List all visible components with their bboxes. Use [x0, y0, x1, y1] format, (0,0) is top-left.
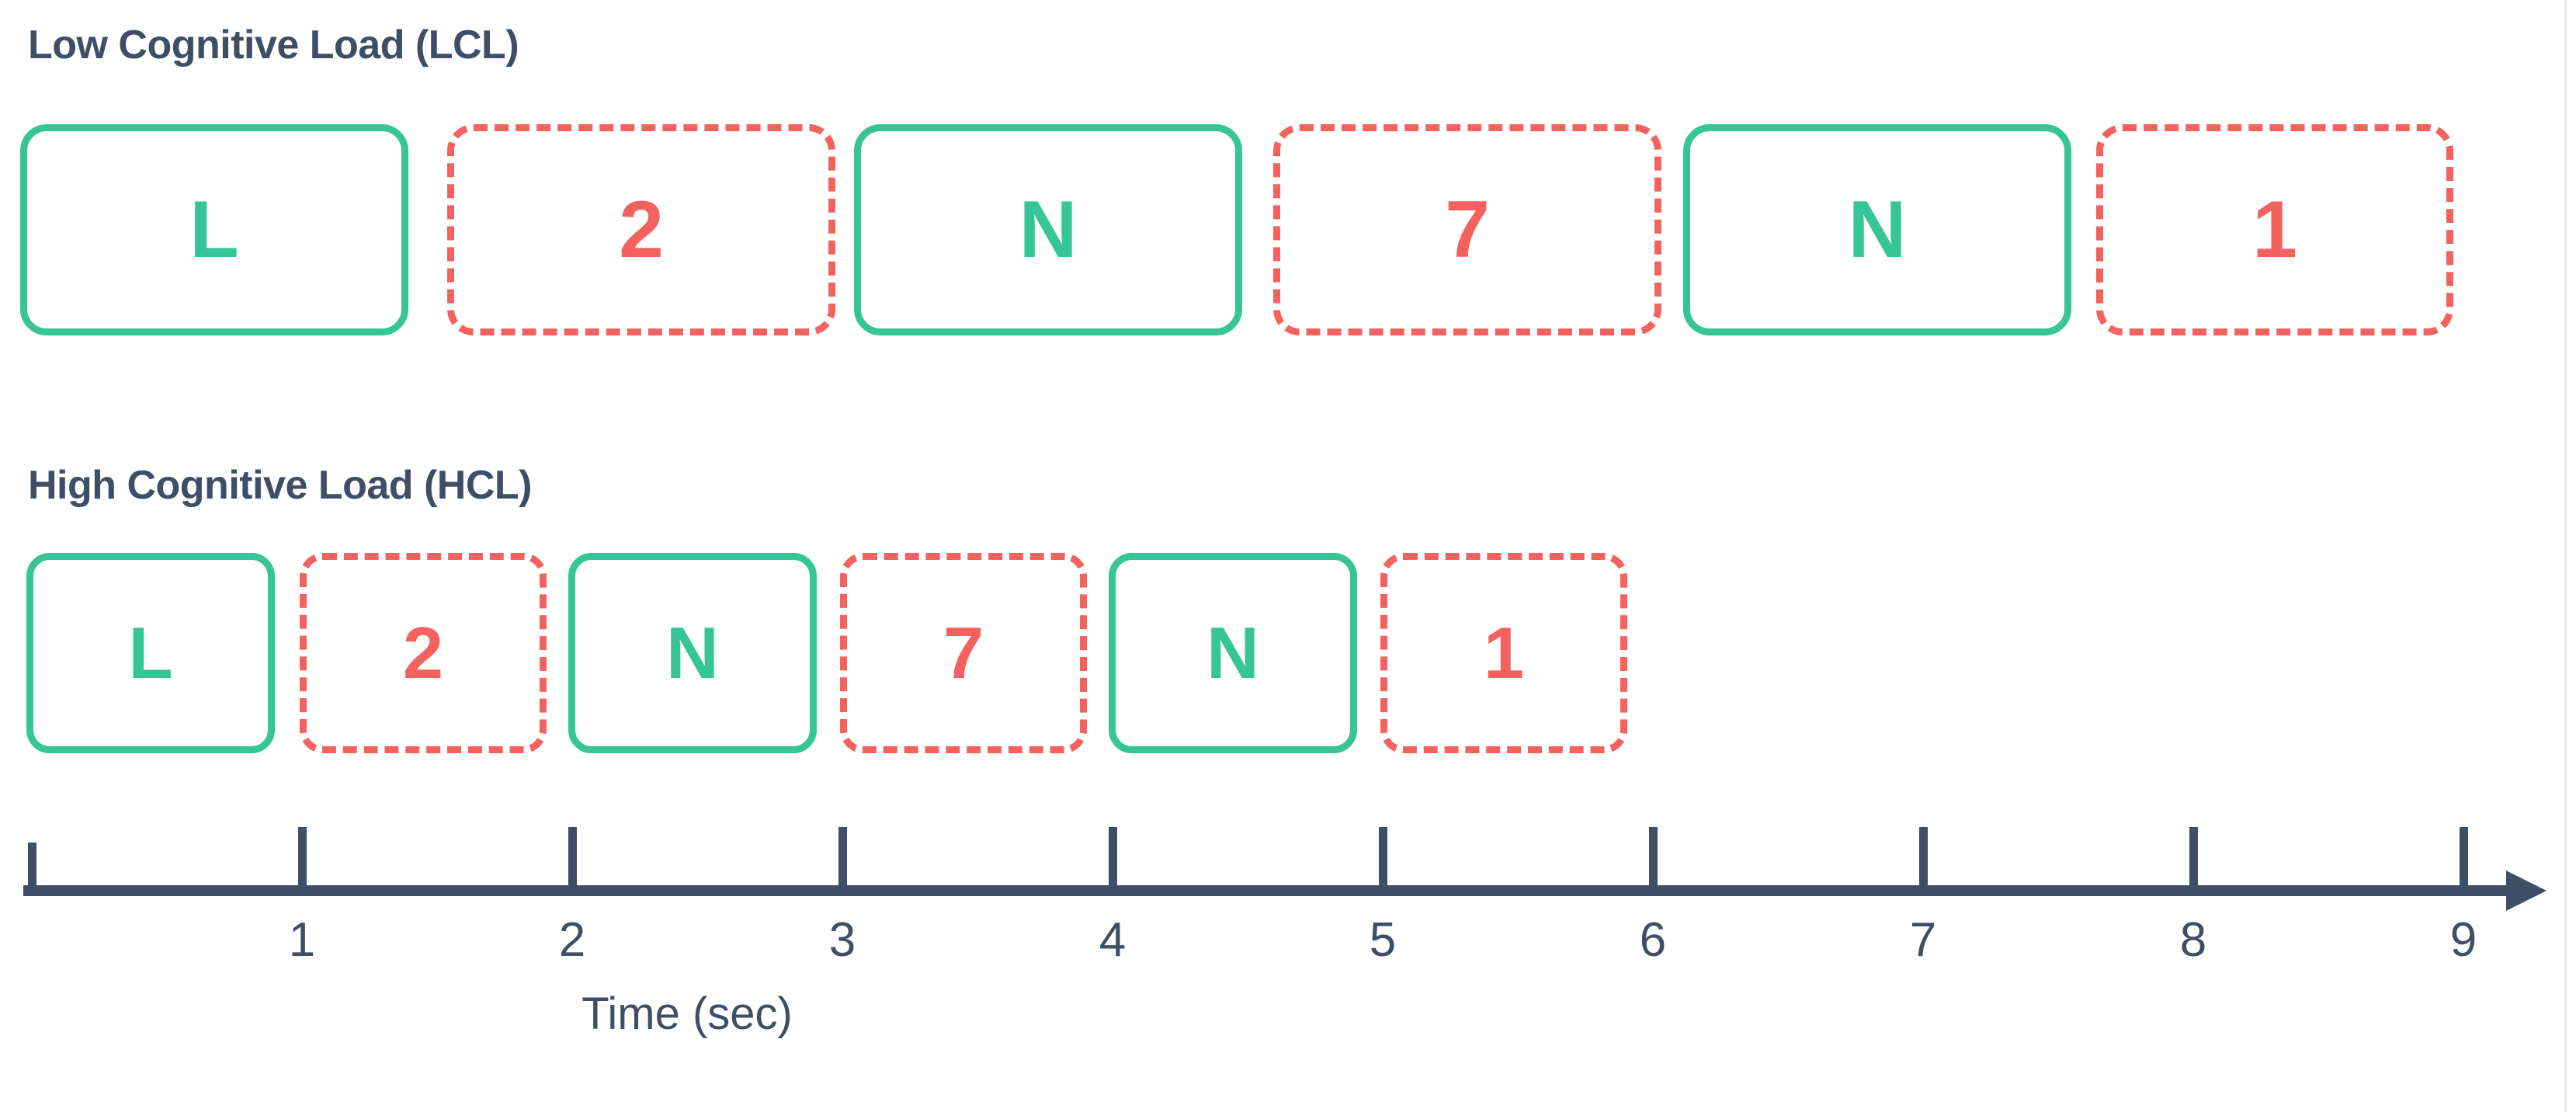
- right-edge-rule: [2564, 0, 2567, 1112]
- stimulus-box-hcl-3: 7: [840, 553, 1087, 753]
- stimulus-label: L: [189, 185, 239, 275]
- stimulus-label: N: [1848, 185, 1907, 275]
- stimulus-box-hcl-4: N: [1109, 553, 1357, 753]
- stimulus-label: N: [666, 612, 719, 693]
- axis-tick-label-5: 5: [1369, 913, 1397, 967]
- stimulus-box-hcl-2: N: [568, 553, 817, 753]
- lcl-section-title: Low Cognitive Load (LCL): [28, 23, 519, 68]
- axis-tick-label-1: 1: [288, 913, 316, 967]
- stimulus-label: 7: [1445, 185, 1490, 275]
- stimulus-box-lcl-5: 1: [2096, 124, 2453, 335]
- stimulus-box-lcl-4: N: [1683, 124, 2071, 335]
- stimulus-label: N: [1206, 612, 1259, 693]
- axis-arrow-icon: [2506, 870, 2546, 911]
- axis-tick-label-2: 2: [558, 913, 586, 967]
- axis-tick-label-4: 4: [1099, 913, 1127, 967]
- axis-line: [23, 885, 2515, 896]
- stimulus-box-hcl-1: 2: [300, 553, 547, 753]
- stimulus-box-lcl-2: N: [854, 124, 1242, 335]
- axis-tick-2: [568, 827, 577, 888]
- stimulus-label: 1: [2252, 185, 2297, 275]
- axis-tick-4: [1109, 827, 1117, 888]
- axis-tick-8: [2189, 827, 2198, 888]
- stimulus-box-hcl-0: L: [26, 553, 275, 753]
- hcl-section-title: High Cognitive Load (HCL): [28, 463, 532, 508]
- stimulus-label: 1: [1483, 612, 1525, 693]
- axis-tick-label-3: 3: [828, 913, 856, 967]
- time-axis: Time (sec) 1 2 3 4 5 6 7 8 9: [0, 808, 2576, 1039]
- stimulus-label: L: [128, 612, 173, 693]
- axis-tick-5: [1379, 827, 1387, 888]
- stimulus-box-hcl-5: 1: [1380, 553, 1627, 753]
- axis-tick-label-6: 6: [1639, 913, 1667, 967]
- axis-caption: Time (sec): [582, 989, 793, 1039]
- axis-tick-label-7: 7: [1909, 913, 1937, 967]
- axis-tick-1: [298, 827, 307, 888]
- axis-tick-9: [2460, 827, 2468, 888]
- stimulus-label: N: [1019, 185, 1078, 275]
- axis-tick-3: [838, 827, 847, 888]
- stimulus-box-lcl-1: 2: [447, 124, 835, 335]
- stimulus-box-lcl-0: L: [20, 124, 408, 335]
- axis-tick-7: [1919, 827, 1928, 888]
- stimulus-label: 7: [943, 612, 984, 693]
- axis-tick-label-8: 8: [2179, 913, 2207, 967]
- axis-tick-0: [28, 843, 36, 888]
- axis-tick-label-9: 9: [2449, 913, 2477, 967]
- stimulus-label: 2: [402, 612, 444, 693]
- axis-tick-6: [1649, 827, 1658, 888]
- stimulus-label: 2: [619, 185, 664, 275]
- stimulus-box-lcl-3: 7: [1273, 124, 1661, 335]
